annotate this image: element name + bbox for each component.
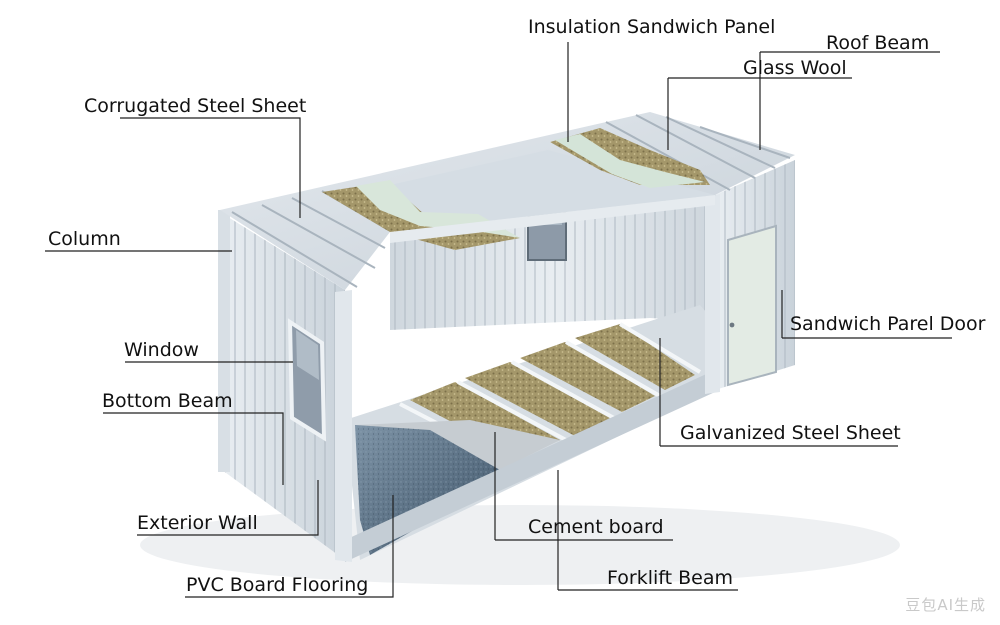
label-pvc-board-flooring: PVC Board Flooring bbox=[186, 574, 369, 596]
label-bottom-beam: Bottom Beam bbox=[102, 390, 233, 412]
label-cement-board: Cement board bbox=[528, 516, 664, 538]
label-exterior-wall: Exterior Wall bbox=[137, 512, 258, 534]
roof-panel-right bbox=[555, 134, 705, 188]
label-insulation-sandwich-panel: Insulation Sandwich Panel bbox=[528, 16, 776, 38]
roof-beam bbox=[390, 195, 715, 243]
floor-wool-strip-3 bbox=[520, 342, 655, 412]
label-column: Column bbox=[48, 228, 121, 250]
label-forklift-beam: Forklift Beam bbox=[607, 567, 733, 589]
watermark: 豆包AI生成 bbox=[905, 596, 986, 614]
label-window: Window bbox=[124, 339, 199, 361]
floor-wool-strip-4 bbox=[575, 324, 695, 390]
label-galvanized-steel-sheet: Galvanized Steel Sheet bbox=[680, 422, 901, 444]
front-bottom-beam bbox=[345, 370, 715, 562]
corner-post bbox=[218, 210, 230, 472]
label-corrugated-steel-sheet: Corrugated Steel Sheet bbox=[84, 95, 307, 117]
sandwich-panel-door bbox=[727, 224, 777, 387]
roof-opening bbox=[390, 150, 715, 232]
label-sandwich-panel-door: Sandwich Parel Door bbox=[790, 313, 986, 335]
label-glass-wool: Glass Wool bbox=[743, 57, 847, 79]
label-roof-beam: Roof Beam bbox=[826, 32, 930, 54]
leader-lines bbox=[45, 42, 952, 598]
floor-wool-strip-2 bbox=[465, 362, 610, 436]
front-post-left bbox=[335, 290, 352, 562]
front-post-right bbox=[705, 194, 720, 394]
